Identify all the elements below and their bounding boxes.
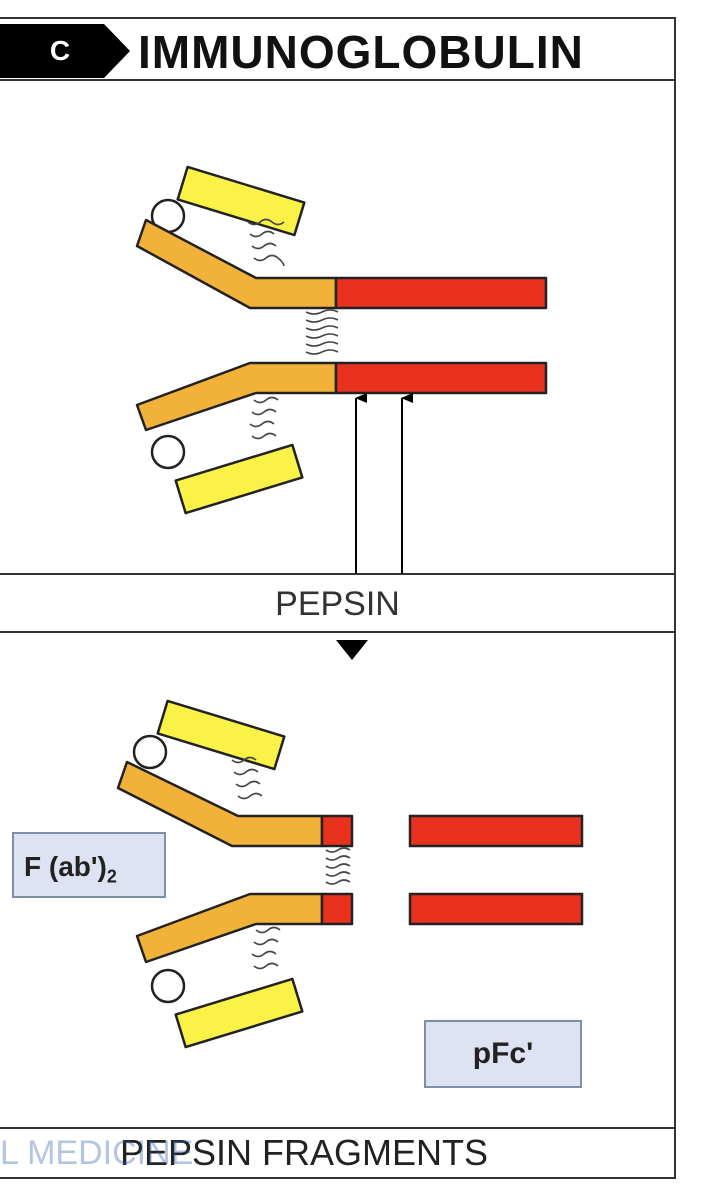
pfc-label: pFc' bbox=[424, 1020, 582, 1088]
carbohydrate-lower-fragment bbox=[150, 968, 186, 1004]
fab2-label: F (ab')2 bbox=[12, 832, 166, 898]
heavy-chain-lower-constant bbox=[334, 361, 548, 395]
heavy-chain-upper-fragment-constant bbox=[320, 814, 354, 848]
header-tag-shape bbox=[0, 24, 130, 78]
pfc-fragments bbox=[408, 814, 584, 926]
light-chain-upper bbox=[176, 165, 306, 237]
intact-antibody bbox=[135, 165, 548, 515]
heavy-chain-lower-fragment-variable bbox=[135, 892, 324, 964]
light-chain-upper-fragment bbox=[156, 699, 286, 771]
fab2-label-subscript: 2 bbox=[106, 866, 117, 887]
heavy-chain-lower-fragment-constant bbox=[320, 892, 354, 926]
pepsin-cleavage-arrows bbox=[355, 393, 413, 574]
fab2-fragment bbox=[116, 699, 354, 1049]
pfc-fragment-lower bbox=[408, 892, 584, 926]
disulfide-bonds-top bbox=[247, 218, 339, 440]
light-chain-lower-fragment bbox=[174, 977, 304, 1049]
carbohydrate-lower bbox=[150, 434, 186, 470]
panel-letter: C bbox=[49, 35, 71, 66]
pfc-fragment-upper bbox=[408, 814, 584, 848]
heavy-chain-upper-constant bbox=[334, 276, 548, 310]
heavy-chain-upper-variable bbox=[135, 218, 338, 310]
fragments-caption: PEPSIN FRAGMENTS bbox=[120, 1132, 489, 1173]
panel-frame bbox=[0, 17, 676, 1179]
step-down-triangle bbox=[336, 640, 368, 660]
watermark-text: L MEDICINE bbox=[0, 1134, 194, 1172]
carbohydrate-upper-fragment bbox=[132, 734, 168, 770]
disulfide-bonds-bottom bbox=[231, 756, 351, 970]
fab2-label-main: F (ab') bbox=[24, 851, 107, 882]
heavy-chain-lower-variable bbox=[135, 361, 338, 432]
light-chain-lower bbox=[174, 443, 304, 515]
diagram-title: IMMUNOGLOBULIN bbox=[138, 26, 584, 78]
pepsin-step-label: PEPSIN bbox=[275, 585, 400, 623]
